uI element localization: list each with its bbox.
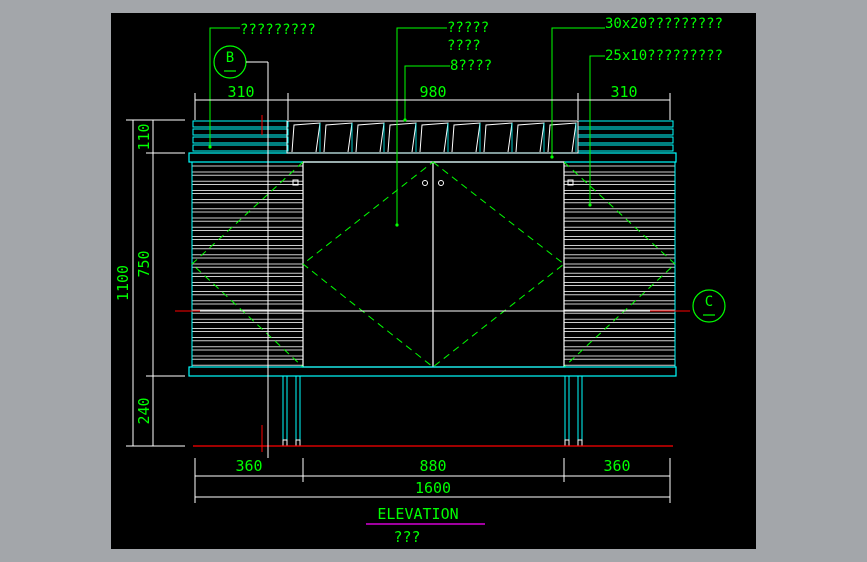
vent-louver	[419, 122, 449, 153]
vent-louver	[483, 122, 513, 153]
hinge-mark-right	[567, 179, 574, 186]
vent-louver	[387, 122, 417, 153]
vent-louver	[451, 122, 481, 153]
section-marker-b-label: B	[226, 50, 234, 66]
right-legs	[564, 376, 583, 447]
louver-slat	[192, 136, 289, 144]
door-opening-diamond	[302, 161, 565, 368]
vent-louver	[355, 122, 385, 153]
door-knob-right	[438, 180, 444, 186]
callout-top-center-2: ????	[447, 38, 481, 54]
dim-top-left: 310	[227, 83, 254, 101]
louver-slat	[192, 144, 289, 152]
dim-top-right: 310	[610, 83, 637, 101]
drawing-title: ELEVATION	[377, 505, 458, 523]
right-panel-diamond	[563, 161, 676, 368]
dim-bottom-total: 1600	[415, 479, 451, 497]
hinge-mark-left	[292, 179, 299, 186]
louver-slat	[192, 120, 289, 128]
dim-left-total: 1100	[114, 265, 132, 301]
section-marker-b[interactable]: B	[213, 45, 268, 79]
callout-leaders	[209, 27, 605, 225]
callout-dots	[208, 118, 592, 227]
dim-left-bottom: 240	[135, 397, 153, 424]
bottom-dimension-lines	[194, 458, 671, 503]
top-vent-frame	[286, 120, 579, 154]
dim-left-middle: 750	[135, 250, 153, 277]
callout-top-center-1: ?????	[447, 20, 489, 36]
section-marker-c[interactable]: C	[692, 289, 726, 323]
louver-slat	[192, 128, 289, 136]
left-panel-diamond	[191, 161, 304, 368]
section-marker-c-label: C	[705, 294, 713, 310]
dim-left-top: 110	[135, 123, 153, 150]
callout-top-right-1: 30x20?????????	[605, 16, 723, 32]
drawing-subtitle: ???	[393, 528, 420, 546]
callout-top-center-3: 8????	[450, 58, 492, 74]
callout-top-left: ?????????	[240, 22, 316, 38]
vent-louver	[323, 122, 353, 153]
bottom-base-band	[188, 366, 677, 377]
callout-top-right-2: 25x10?????????	[605, 48, 723, 64]
top-dimension-lines	[194, 93, 671, 120]
vent-louver	[547, 122, 577, 153]
top-vent-louvers	[291, 122, 577, 153]
dim-bottom-center: 880	[419, 457, 446, 475]
vent-louver	[515, 122, 545, 153]
dim-bottom-left: 360	[235, 457, 262, 475]
top-left-louver-slats	[192, 120, 289, 152]
door-knob-left	[422, 180, 428, 186]
dim-bottom-right: 360	[603, 457, 630, 475]
left-dimension-lines	[126, 119, 185, 447]
vent-louver	[291, 122, 321, 153]
dim-top-center: 980	[419, 83, 446, 101]
